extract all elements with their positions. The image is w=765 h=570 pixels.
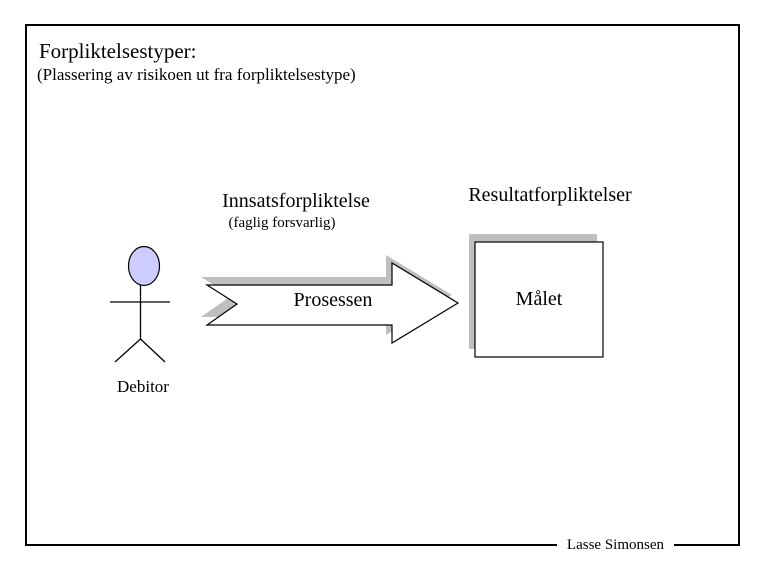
process-arrow-body: [204, 261, 460, 345]
goal-box-rect: [474, 241, 604, 358]
goal-box-label: Målet: [515, 288, 563, 310]
slide-title: Forpliktelsestyper:: [39, 39, 197, 63]
goal-box-shape: [469, 234, 604, 358]
process-arrow-shape: [201, 255, 460, 345]
process-arrow-label: Prosessen: [293, 289, 373, 311]
debitor-stick-figure: [110, 245, 170, 363]
stick-figure-right-leg: [140, 338, 166, 363]
footer-author: Lasse Simonsen: [556, 536, 674, 555]
debitor-label: Debitor: [117, 377, 169, 396]
slide-frame: Forpliktelsestyper: (Plassering av risik…: [25, 24, 740, 555]
effort-obligation-sublabel: (faglig forsvarlig): [228, 215, 336, 231]
result-obligation-label: Resultatforpliktelser: [468, 184, 632, 206]
slide-subtitle: (Plassering av risikoen ut fra forplikte…: [37, 65, 356, 84]
stick-figure-left-leg: [114, 338, 141, 363]
effort-obligation-label: Innsatsforpliktelse: [222, 190, 370, 212]
stick-figure-head: [127, 245, 161, 287]
